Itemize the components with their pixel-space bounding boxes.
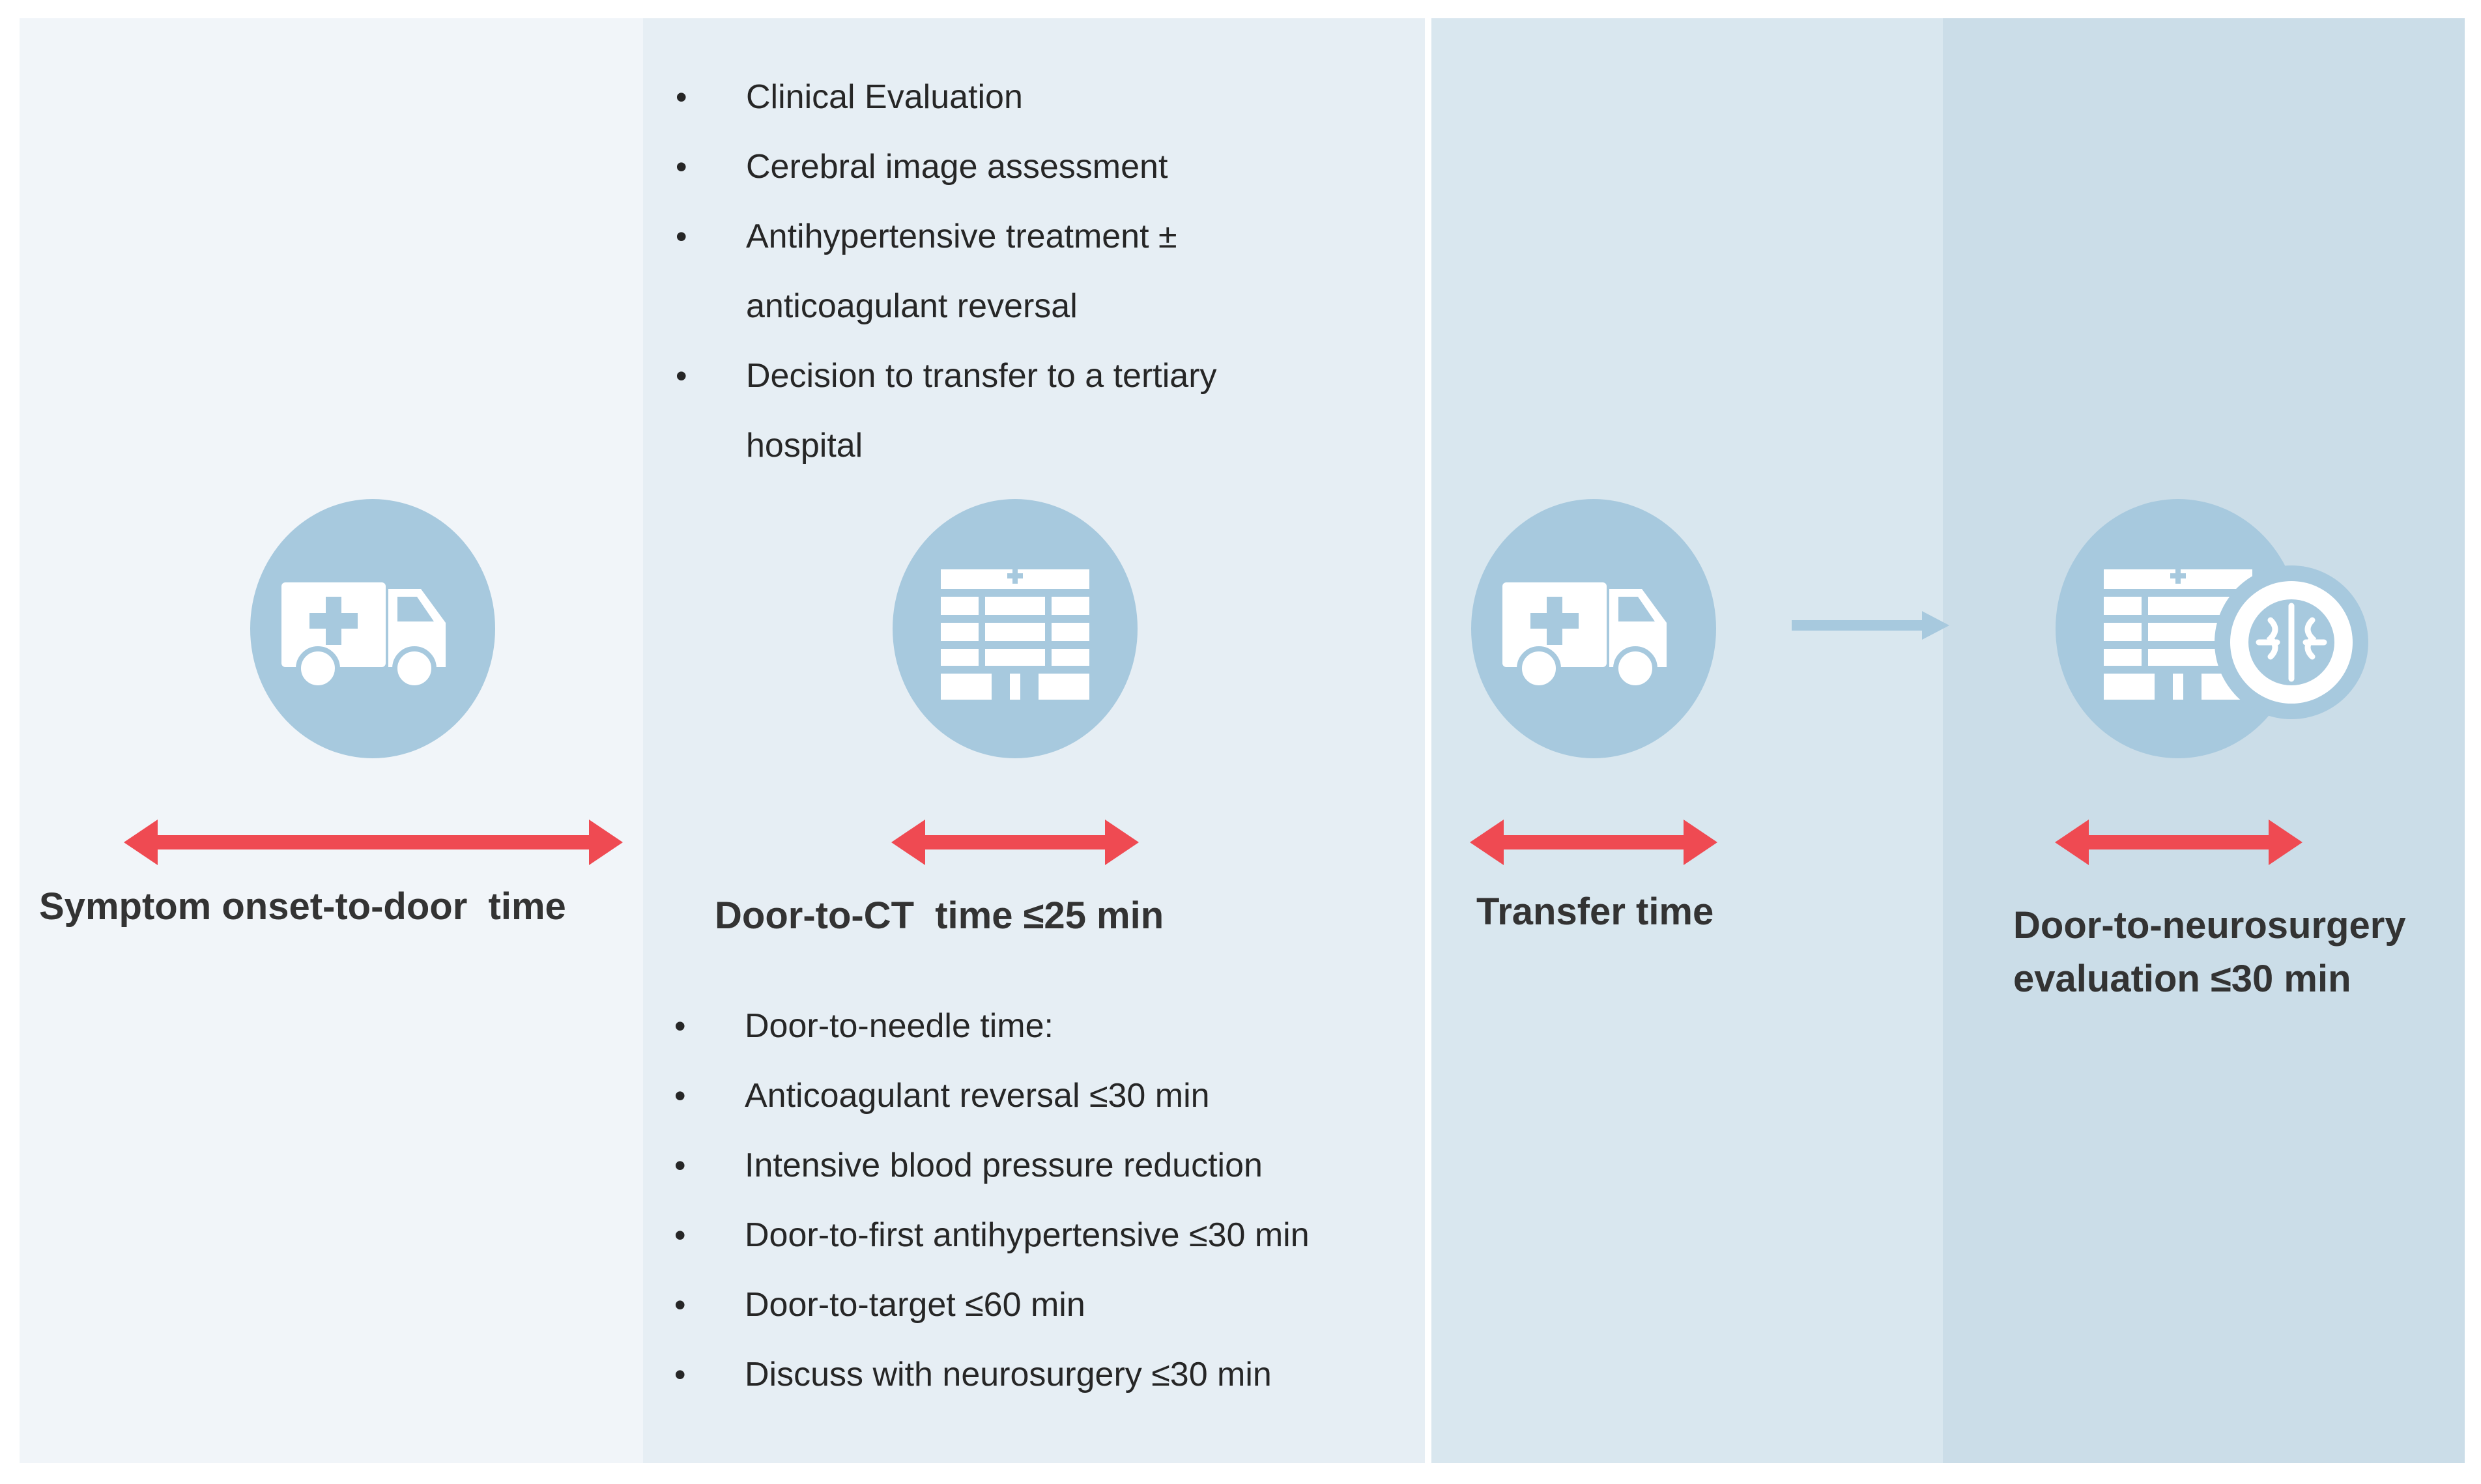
stage-label-door-to-neurosurgery: Door-to-neurosurgery evaluation ≤30 min [2013,904,2406,1000]
list-item: Intensive blood pressure reduction [674,1131,1456,1201]
list-item: Discuss with neurosurgery ≤30 min [674,1340,1456,1410]
list-item: Door-to-needle time: [674,992,1456,1061]
list-item: Door-to-first antihypertensive ≤30 min [674,1201,1456,1270]
list-item-continuation: anticoagulant reversal [746,287,1078,325]
time-targets-list: Door-to-needle time: Anticoagulant rever… [674,992,1456,1410]
timeline-double-arrow [2055,820,2302,865]
ambulance-icon [250,499,495,758]
stage-label-transfer: Transfer time [1476,891,1714,933]
hospital-brain-icon [2056,499,2368,758]
timeline-double-arrow [1470,820,1717,865]
list-item: Clinical Evaluation [676,63,1366,132]
list-item: Door-to-target ≤60 min [674,1270,1456,1340]
stage-panel-transfer [1431,18,1943,1463]
stage-label-onset-to-door: Symptom onset-to-door time [39,885,566,928]
list-item: Cerebral image assessment [676,132,1366,202]
clinical-tasks-list: Clinical Evaluation Cerebral image asses… [676,63,1366,481]
hospital-icon [893,499,1138,758]
list-item-continuation: hospital [746,427,863,464]
list-item: Antihypertensive treatment ± [676,202,1366,272]
arrow-right-icon [1792,611,1949,640]
stage-label-door-to-ct: Door-to-CT time ≤25 min [715,894,1164,937]
ambulance-icon [1471,499,1716,758]
list-item: Anticoagulant reversal ≤30 min [674,1061,1456,1131]
timeline-double-arrow [124,820,623,865]
list-item: Decision to transfer to a tertiary [676,341,1366,411]
timeline-double-arrow [891,820,1139,865]
